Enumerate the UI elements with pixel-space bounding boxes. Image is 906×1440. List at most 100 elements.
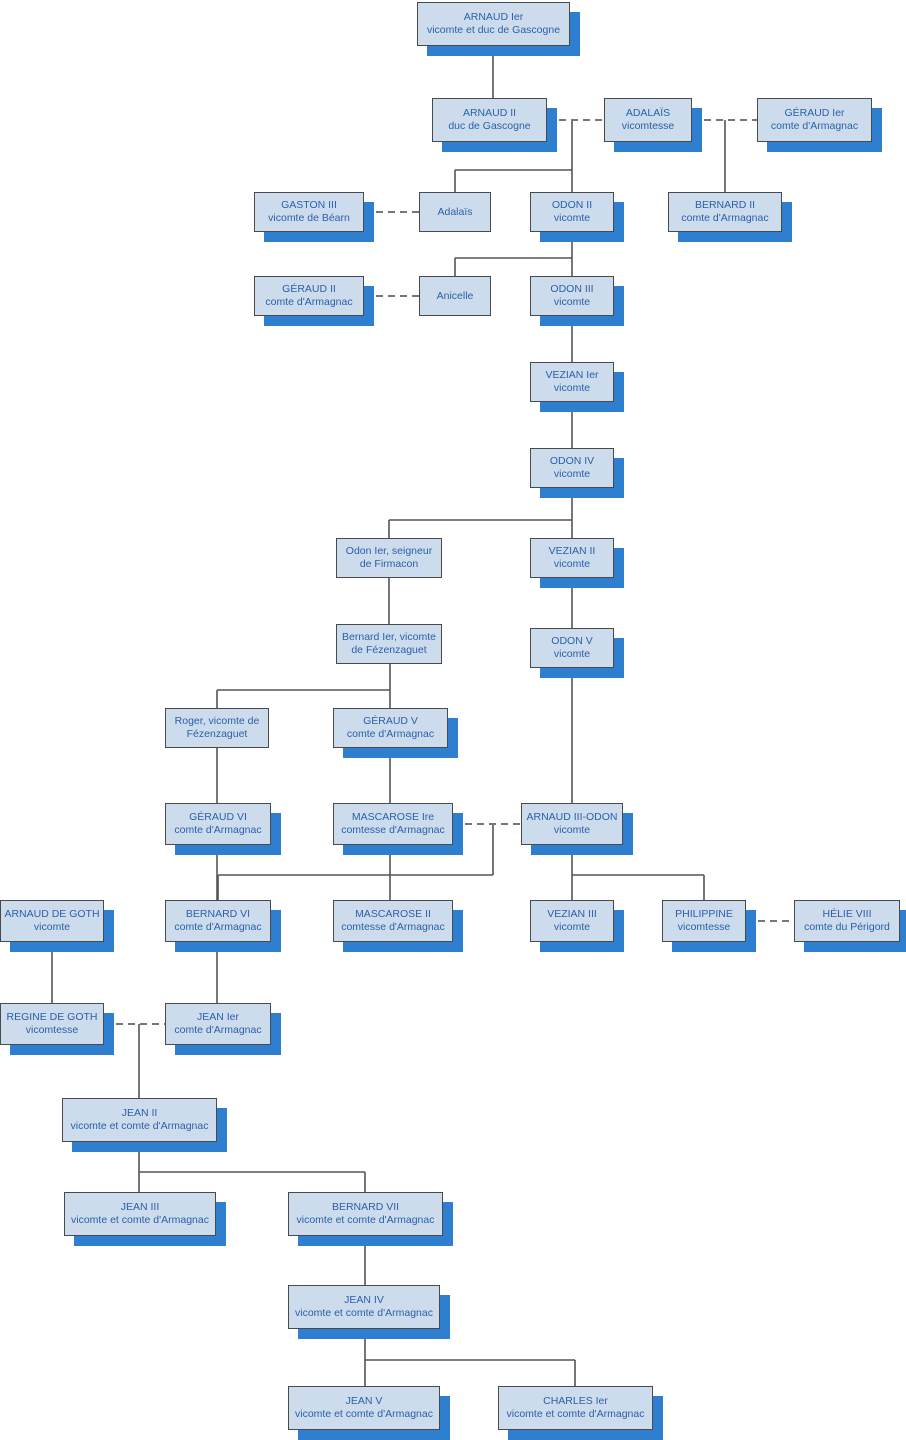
descent-line (216, 664, 391, 708)
person-title: Fézenzaguet (186, 728, 248, 740)
person-name: MASCAROSE II (355, 908, 431, 920)
person-name: ARNAUD II (462, 107, 517, 119)
person-title: vicomte et comte d'Armagnac (295, 1408, 433, 1420)
person-name: ARNAUD DE GOTH (4, 908, 100, 920)
person-title: vicomte (553, 296, 591, 308)
descent-line (454, 169, 572, 192)
person-name: JEAN III (120, 1201, 160, 1213)
person-name: GÉRAUD VI (189, 811, 247, 823)
descent-line (454, 257, 572, 276)
person-title: duc de Gascogne (448, 120, 531, 132)
person-title: vicomte et comte d'Armagnac (71, 1214, 209, 1226)
person-title: comte d'Armagnac (174, 824, 262, 836)
person-title: vicomtesse (677, 921, 731, 933)
descent-line (138, 1142, 366, 1192)
person-name: ODON IV (549, 455, 595, 467)
person-name: HÉLIE VIII (822, 908, 872, 920)
person-name: GÉRAUD II (282, 283, 336, 295)
person-name: MASCAROSE Ire (351, 811, 435, 823)
person-title: vicomte (553, 921, 591, 933)
person-name: PHILIPPINE (675, 908, 733, 920)
person-name: REGINE DE GOTH (6, 1011, 98, 1023)
person-title: comtesse d'Armagnac (341, 921, 445, 933)
person-title: comte d'Armagnac (346, 728, 435, 740)
person-name: JEAN II (121, 1107, 158, 1119)
person-name: Odon Ier, seigneur (345, 545, 433, 557)
person-title: vicomte (553, 648, 591, 660)
person-title: vicomte (553, 468, 591, 480)
descent-line (572, 874, 705, 900)
person-name: GÉRAUD Ier (784, 107, 845, 119)
person-name: JEAN V (345, 1395, 383, 1407)
person-name: BERNARD II (694, 199, 756, 211)
person-title: vicomtesse (25, 1024, 79, 1036)
person-name: CHARLES Ier (543, 1395, 608, 1407)
person-title: comte d'Armagnac (265, 296, 353, 308)
person-title: comte d'Armagnac (174, 1024, 262, 1036)
descent-line (217, 824, 494, 900)
person-name: VEZIAN III (547, 908, 597, 920)
person-name: ARNAUD Ier (463, 11, 524, 23)
person-title: vicomte (553, 212, 591, 224)
person-title: vicomte de Béarn (268, 212, 350, 224)
person-name: Adalaïs (437, 205, 473, 218)
person-name: BERNARD VI (185, 908, 251, 920)
person-name: JEAN IV (344, 1294, 384, 1306)
person-title: comte d'Armagnac (770, 120, 859, 132)
person-title: vicomte (33, 921, 71, 933)
person-name: ODON II (551, 199, 593, 211)
person-title: de Firmacon (359, 558, 419, 570)
person-name: VEZIAN Ier (545, 369, 599, 381)
person-title: vicomte (553, 558, 591, 570)
person-node-adalais_s[interactable]: Adalaïs (419, 192, 491, 232)
person-title: comte d'Armagnac (174, 921, 262, 933)
person-title: vicomte et comte d'Armagnac (296, 1214, 435, 1226)
person-name: Roger, vicomte de (174, 715, 260, 727)
descent-line (388, 519, 572, 538)
person-name: ODON V (551, 635, 593, 647)
person-name: JEAN Ier (196, 1011, 239, 1023)
person-title: vicomte et comte d'Armagnac (506, 1408, 645, 1420)
person-name: ADALAÏS (625, 107, 671, 119)
person-title: comte du Périgord (804, 921, 890, 933)
person-name: ODON III (550, 283, 594, 295)
person-name: VEZIAN II (548, 545, 596, 557)
marriage-edges (104, 119, 794, 1025)
person-node-anicelle[interactable]: Anicelle (419, 276, 491, 316)
